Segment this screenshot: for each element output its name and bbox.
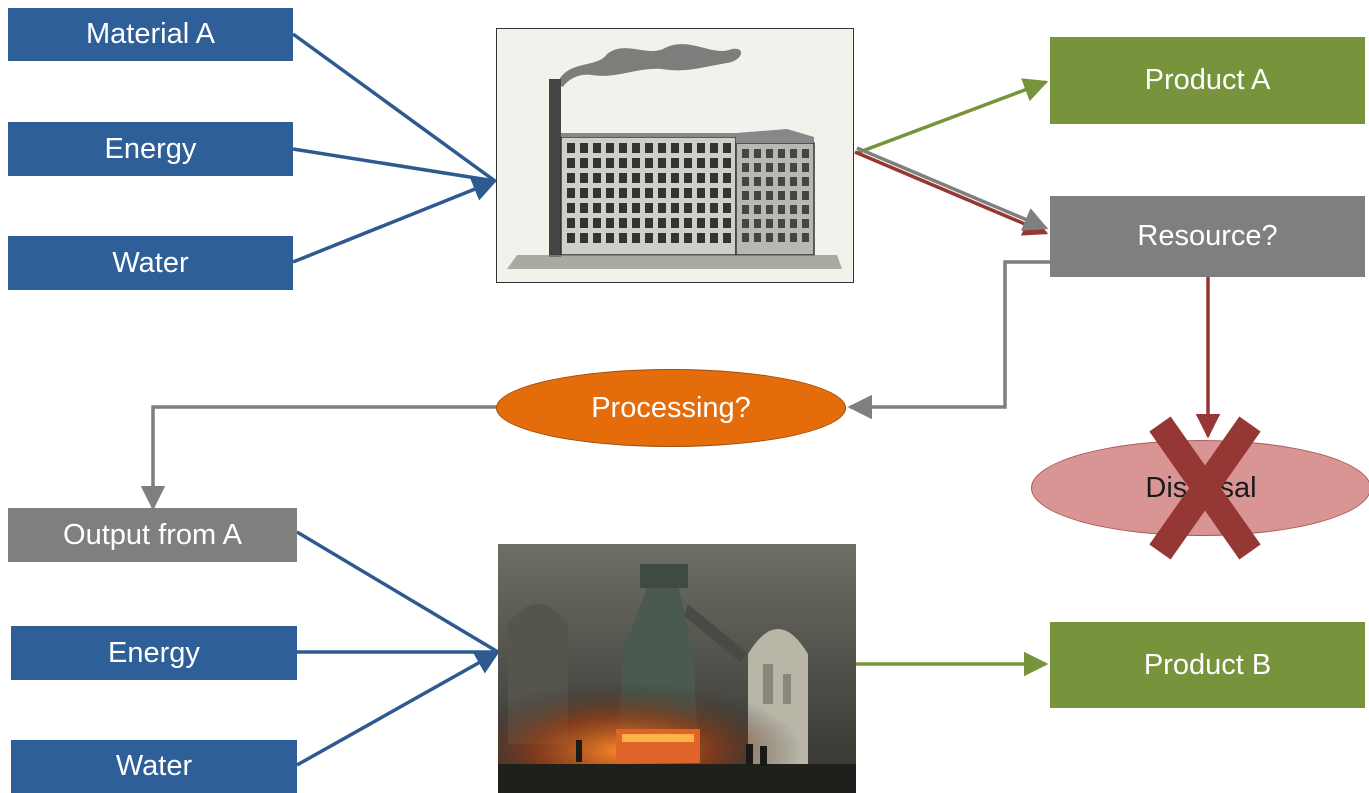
connector-water-bottom bbox=[296, 650, 501, 767]
input-energy-top: Energy bbox=[8, 122, 293, 176]
input-water-bottom: Water bbox=[11, 740, 297, 793]
product-b-box: Product B bbox=[1050, 622, 1365, 708]
connector-processing-to-output bbox=[140, 405, 498, 511]
connector-material-a bbox=[291, 32, 497, 183]
input-energy-bottom: Energy bbox=[11, 626, 297, 680]
forge-image bbox=[498, 544, 856, 793]
connector-resource-red bbox=[854, 150, 1049, 236]
input-water-top: Water bbox=[8, 236, 293, 290]
resource-box: Resource? bbox=[1050, 196, 1365, 277]
connector-energy-top bbox=[292, 147, 496, 183]
input-output-from-a: Output from A bbox=[8, 508, 297, 562]
factory-image bbox=[496, 28, 854, 283]
disposal-ellipse: Disposal bbox=[1031, 440, 1369, 536]
connector-resource-to-processing bbox=[847, 260, 1050, 420]
input-material-a: Material A bbox=[8, 8, 293, 61]
connector-resource-gray bbox=[856, 146, 1049, 231]
connector-output-from-a bbox=[296, 530, 499, 654]
connector-product-a bbox=[856, 78, 1049, 155]
processing-ellipse: Processing? bbox=[496, 369, 846, 447]
connector-water-top bbox=[292, 177, 498, 264]
product-a-box: Product A bbox=[1050, 37, 1365, 124]
